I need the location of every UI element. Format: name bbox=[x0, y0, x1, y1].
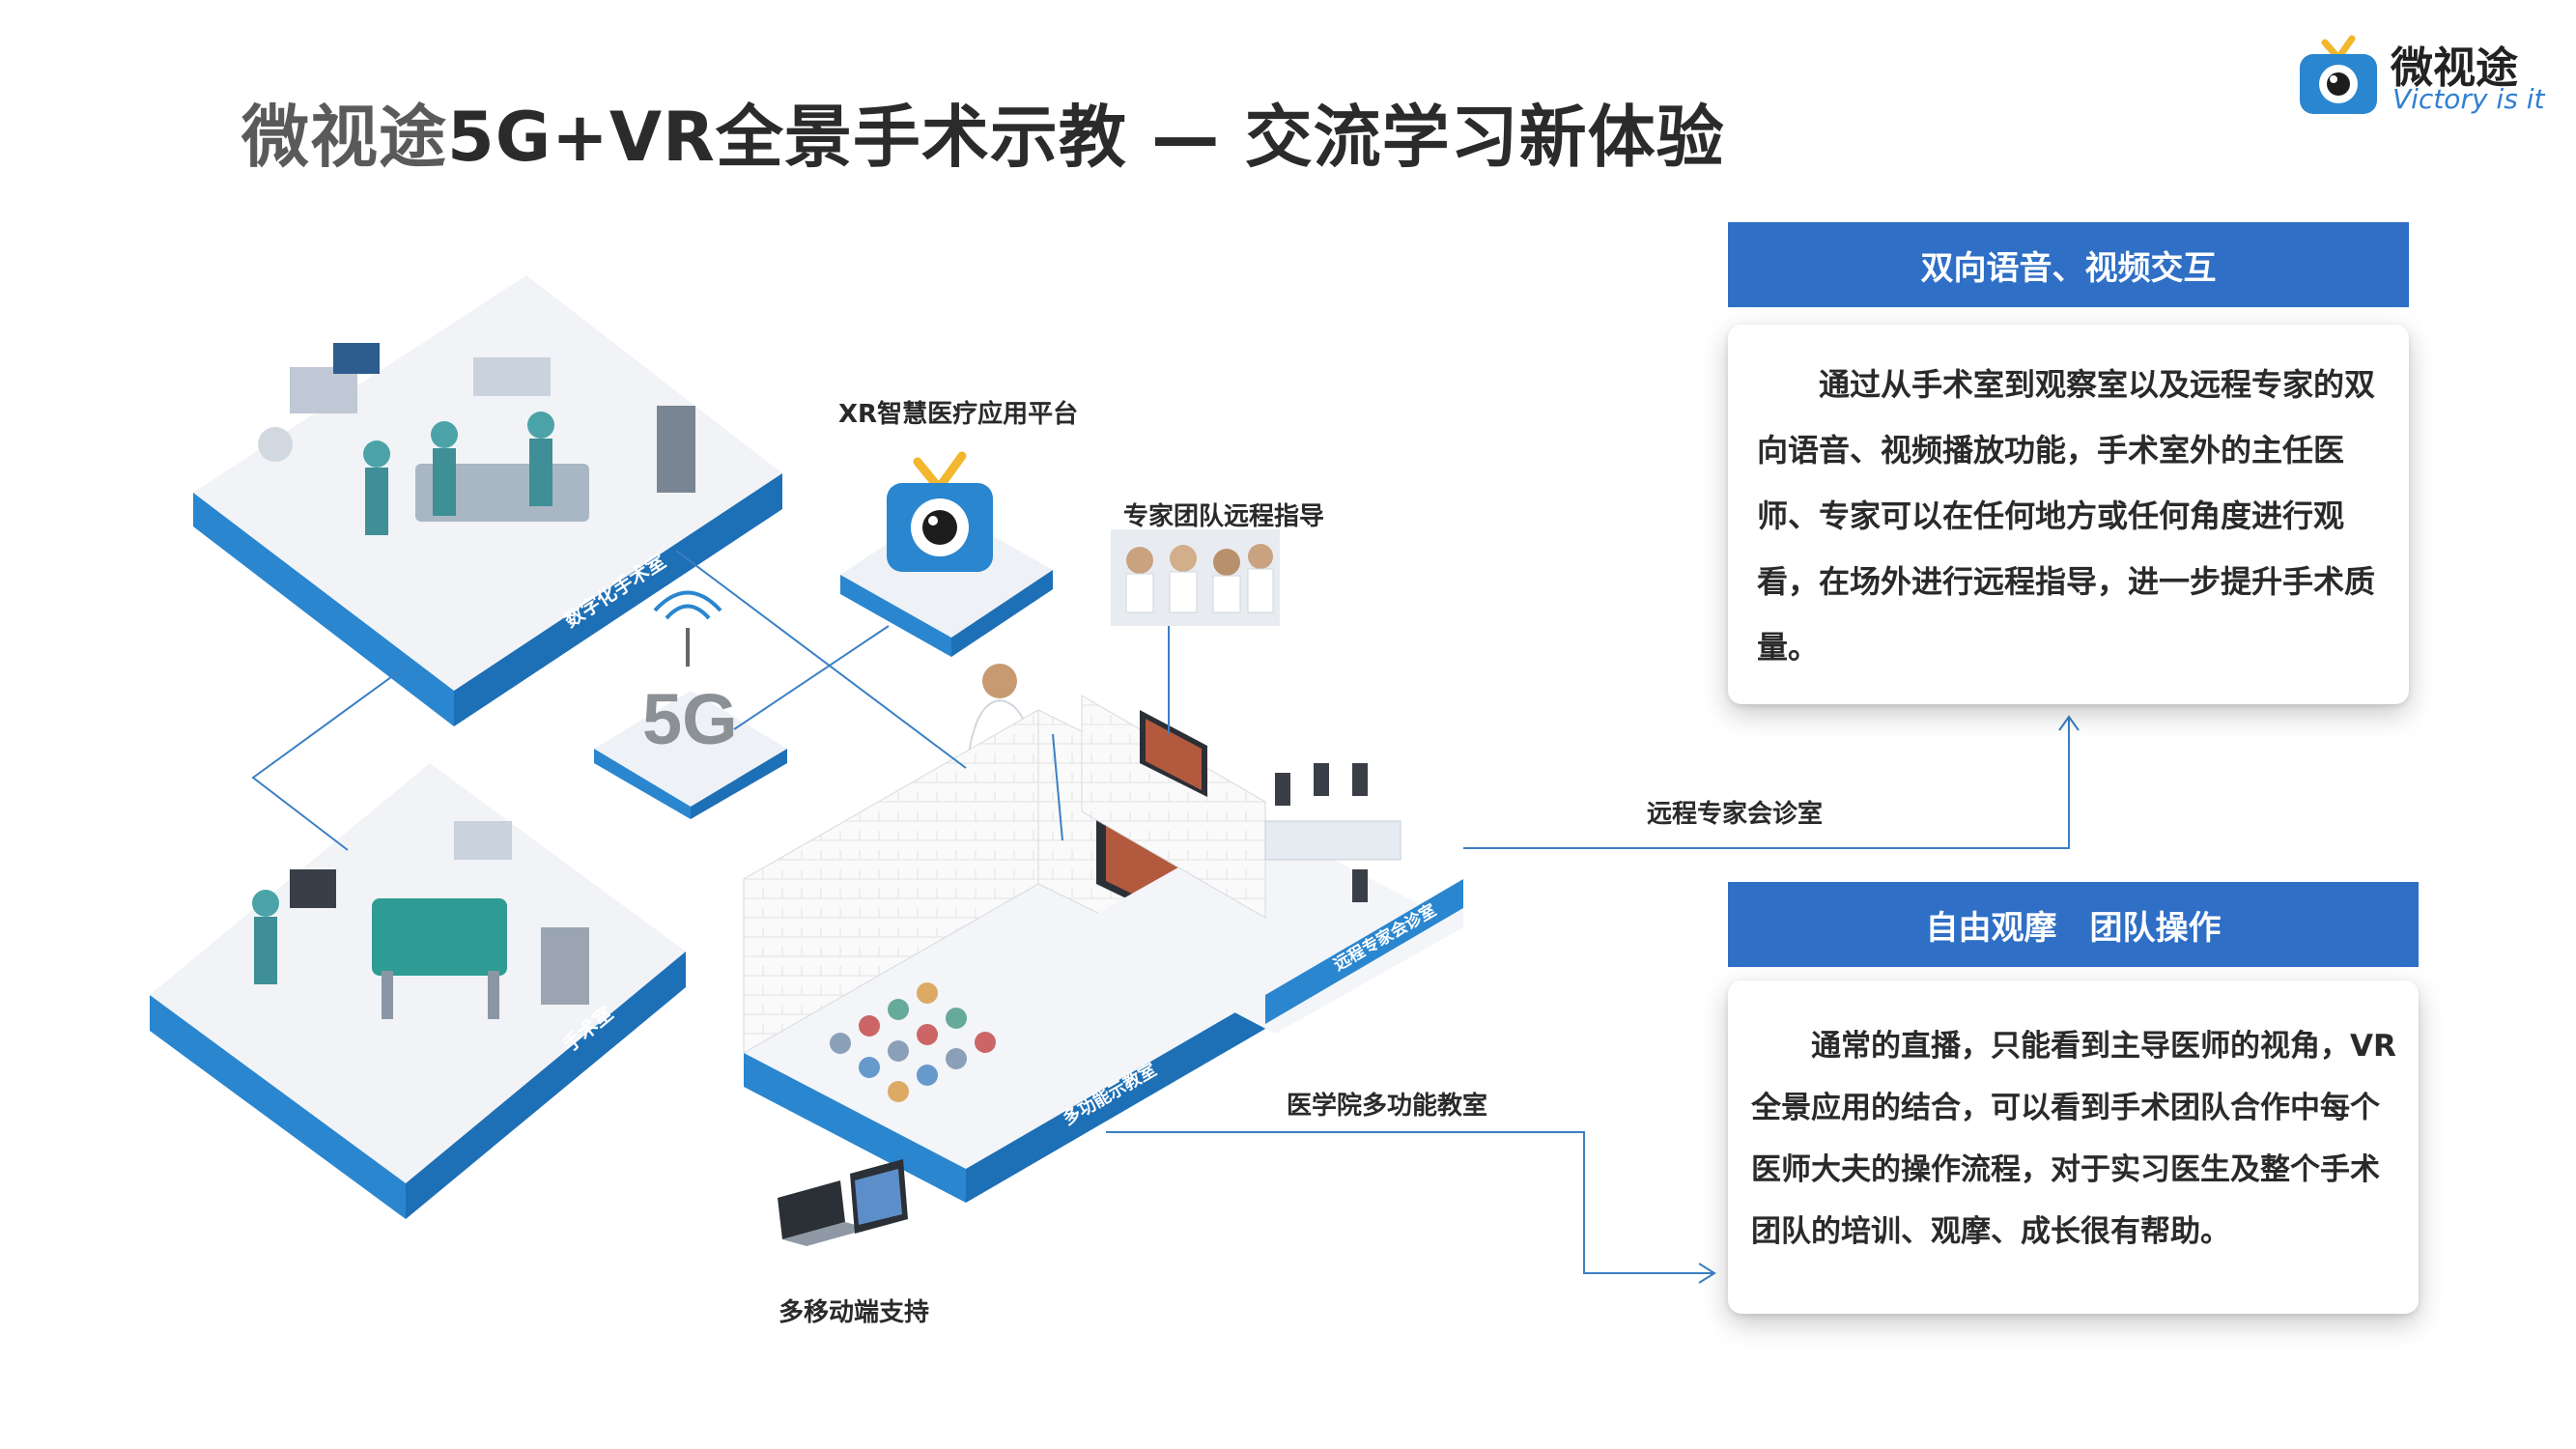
mobile-label: 多移动端支持 bbox=[778, 1298, 930, 1327]
tv-camera-icon bbox=[887, 451, 993, 572]
platform-label: XR智慧医疗应用平台 bbox=[838, 400, 1079, 429]
tv-camera-icon bbox=[2300, 35, 2377, 114]
title-brand: 微视途 bbox=[241, 98, 447, 177]
classroom-complex bbox=[743, 695, 1463, 1203]
expert-team-photo bbox=[1111, 529, 1280, 626]
panel-1-card: 通过从手术室到观察室以及远程专家的双向语音、视频播放功能，手术室外的主任医师、专… bbox=[1728, 325, 2409, 704]
digital-operating-room bbox=[193, 275, 782, 726]
network-links bbox=[251, 550, 1170, 851]
expert-team-label: 专家团队远程指导 bbox=[1123, 502, 1325, 531]
panel-2-card: 通常的直播，只能看到主导医师的视角，VR全景应用的结合，可以看到手术团队合作中每… bbox=[1728, 980, 2419, 1314]
title-main: 5G+VR全景手术示教 — 交流学习新体验 bbox=[447, 98, 1725, 177]
page-title: 微视途5G+VR全景手术示教 — 交流学习新体验 bbox=[241, 83, 1725, 181]
panel-1-header: 双向语音、视频交互 bbox=[1728, 222, 2409, 307]
consult-room-label: 远程专家会诊室 bbox=[1647, 800, 1824, 829]
mobile-devices bbox=[778, 1159, 908, 1246]
panel-connectors bbox=[1106, 715, 2080, 1284]
platform-block bbox=[840, 451, 1053, 657]
operating-room bbox=[150, 763, 686, 1219]
panel-2-header: 自由观摩 团队操作 bbox=[1728, 882, 2419, 967]
5g-tower: 5G bbox=[594, 590, 787, 819]
logo-tagline: Victory is it bbox=[2392, 83, 2545, 115]
logo-brand-text: 微视途 bbox=[2391, 43, 2518, 93]
brand-logo: 微视途 Victory is it bbox=[2294, 29, 2555, 126]
panel-1-body: 通过从手术室到观察室以及远程专家的双向语音、视频播放功能，手术室外的主任医师、专… bbox=[1757, 366, 2376, 666]
panel-2-body: 通常的直播，只能看到主导医师的视角，VR全景应用的结合，可以看到手术团队合作中每… bbox=[1751, 1029, 2396, 1249]
5g-tower-text: 5G bbox=[642, 679, 738, 759]
classroom-label: 医学院多功能教室 bbox=[1287, 1092, 1488, 1121]
